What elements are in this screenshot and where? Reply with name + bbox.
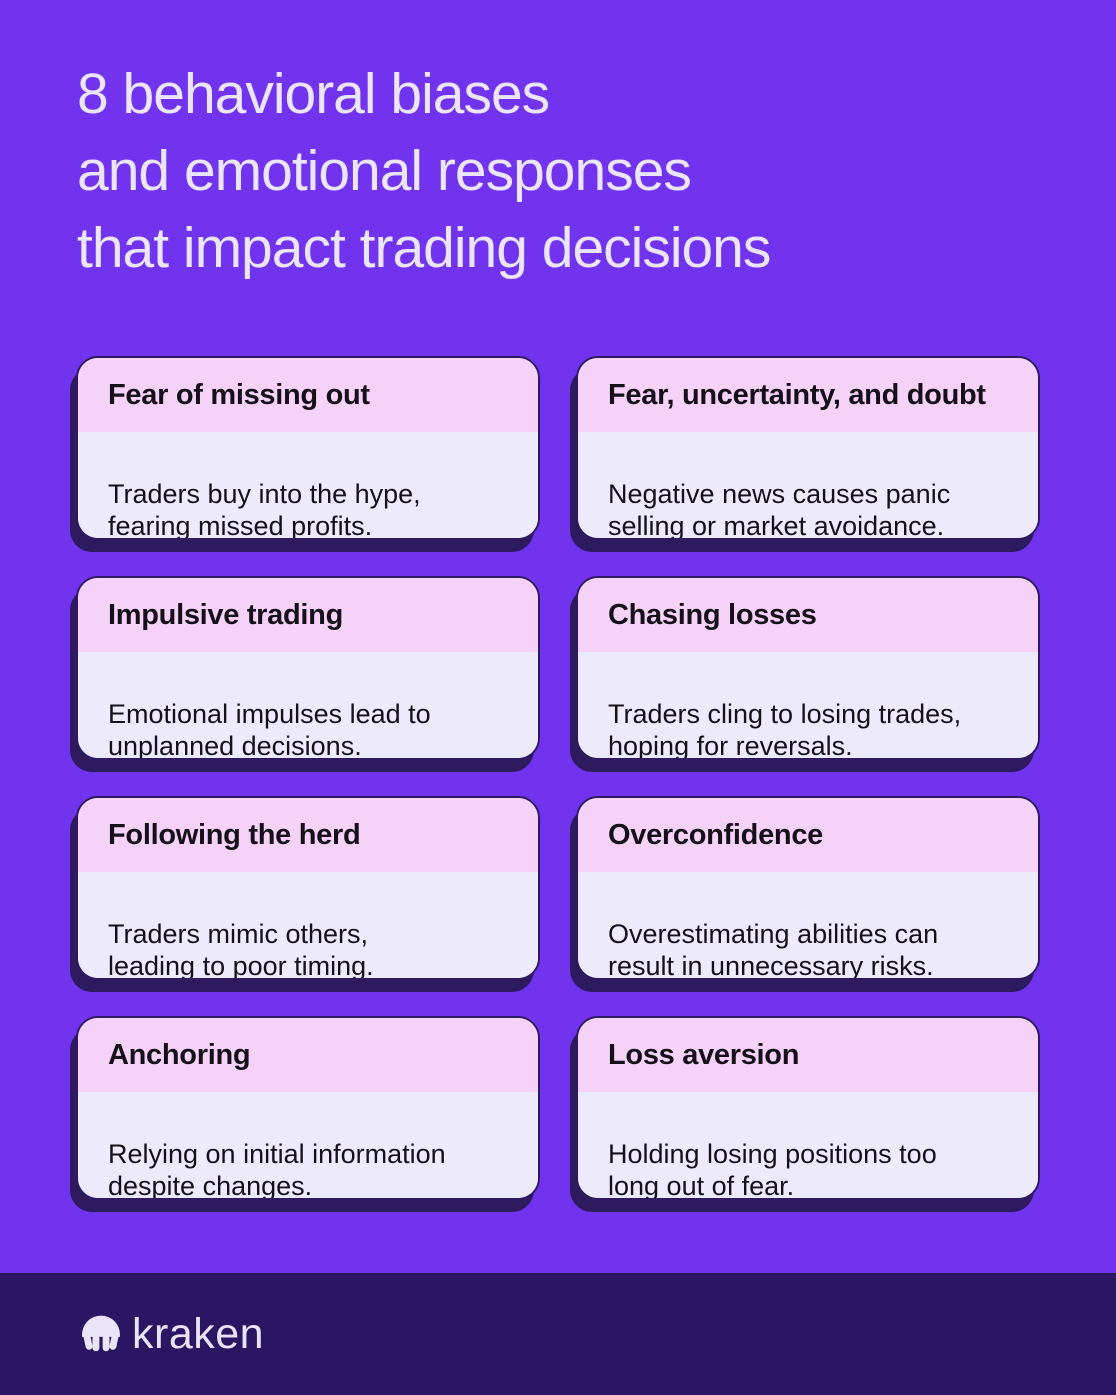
card-header: Fear of missing out [78, 358, 538, 432]
page-title-line-3: that impact trading decisions [77, 216, 771, 280]
card-body: Emotional impulses lead to unplanned dec… [78, 652, 538, 760]
card-body: Traders mimic others, leading to poor ti… [78, 872, 538, 980]
card-description: Traders cling to losing trades, hoping f… [608, 699, 962, 760]
card-description: Negative news causes panic selling or ma… [608, 479, 951, 540]
card-body: Relying on initial information despite c… [78, 1092, 538, 1200]
card-body: Traders buy into the hype, fearing misse… [78, 432, 538, 540]
kraken-wordmark: kraken [132, 1309, 265, 1358]
card-title: Anchoring [108, 1038, 251, 1071]
page-title-line-1: 8 behavioral biases [77, 62, 550, 126]
card-title: Following the herd [108, 818, 361, 851]
card-body: Traders cling to losing trades, hoping f… [578, 652, 1038, 760]
card-body: Holding losing positions too long out of… [578, 1092, 1038, 1200]
card-header: Anchoring [78, 1018, 538, 1092]
bias-card: Anchoring Relying on initial information… [76, 1016, 540, 1200]
bias-card: Impulsive trading Emotional impulses lea… [76, 576, 540, 760]
card-header: Following the herd [78, 798, 538, 872]
card-header: Overconfidence [578, 798, 1038, 872]
kraken-logo: kraken [78, 1310, 264, 1359]
card-description: Emotional impulses lead to unplanned dec… [108, 699, 431, 760]
card-description: Holding losing positions too long out of… [608, 1139, 937, 1200]
card-description: Traders buy into the hype, fearing misse… [108, 479, 421, 540]
card-header: Impulsive trading [78, 578, 538, 652]
card-title: Fear of missing out [108, 378, 370, 411]
card-header: Fear, uncertainty, and doubt [578, 358, 1038, 432]
card-title: Fear, uncertainty, and doubt [608, 378, 986, 411]
bias-card: Fear of missing out Traders buy into the… [76, 356, 540, 540]
page-title-line-2: and emotional responses [77, 139, 692, 203]
card-title: Overconfidence [608, 818, 823, 851]
card-description: Overestimating abilities can result in u… [608, 919, 939, 980]
card-title: Chasing losses [608, 598, 817, 631]
bias-card: Fear, uncertainty, and doubt Negative ne… [576, 356, 1040, 540]
card-description: Traders mimic others, leading to poor ti… [108, 919, 374, 980]
card-title: Impulsive trading [108, 598, 343, 631]
bias-card: Chasing losses Traders cling to losing t… [576, 576, 1040, 760]
card-body: Negative news causes panic selling or ma… [578, 432, 1038, 540]
bias-card: Overconfidence Overestimating abilities … [576, 796, 1040, 980]
cards-grid: Fear of missing out Traders buy into the… [76, 356, 1040, 1200]
bias-card: Following the herd Traders mimic others,… [76, 796, 540, 980]
card-body: Overestimating abilities can result in u… [578, 872, 1038, 980]
page-title: 8 behavioral biases and emotional respon… [77, 56, 771, 287]
card-description: Relying on initial information despite c… [108, 1139, 446, 1200]
card-header: Loss aversion [578, 1018, 1038, 1092]
kraken-octopus-icon [78, 1313, 124, 1355]
bias-card: Loss aversion Holding losing positions t… [576, 1016, 1040, 1200]
card-title: Loss aversion [608, 1038, 800, 1071]
footer: kraken [0, 1273, 1116, 1395]
card-header: Chasing losses [578, 578, 1038, 652]
